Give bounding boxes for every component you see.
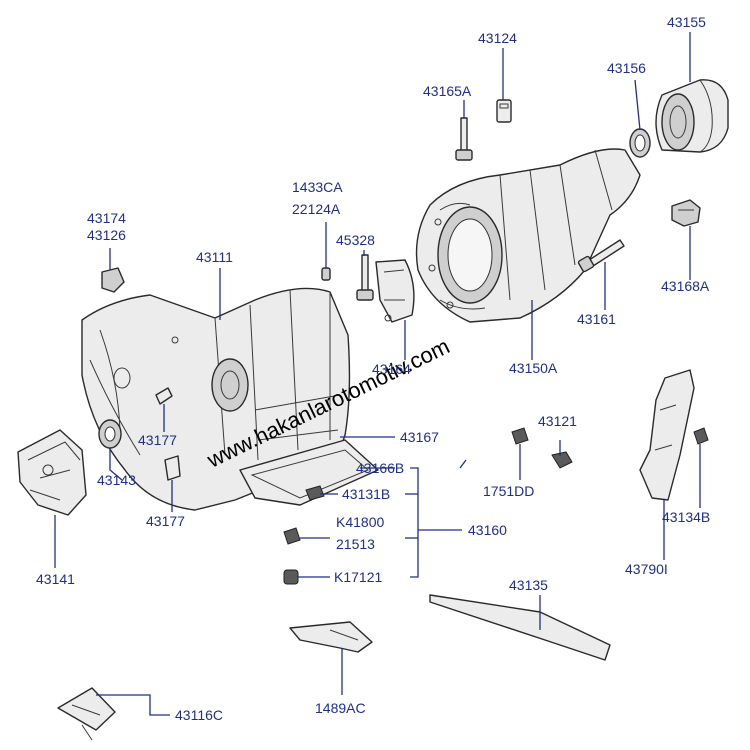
part-43156-seal <box>629 128 651 158</box>
label-43174: 43174 <box>87 210 126 226</box>
label-43790I: 43790I <box>625 561 668 577</box>
part-43111-transmission-case <box>81 287 351 511</box>
label-K17121: K17121 <box>334 569 382 585</box>
part-1489AC-bracket <box>289 621 373 653</box>
part-1433CA-stud <box>321 267 331 281</box>
part-43143-seal <box>98 419 122 449</box>
label-1433CA: 1433CA <box>292 179 343 195</box>
label-43164: 43164 <box>372 361 411 377</box>
label-43150A: 43150A <box>509 360 558 376</box>
part-43166B-pan <box>239 439 379 506</box>
part-43174-plug <box>101 267 125 293</box>
part-43168A-plug <box>671 199 701 227</box>
part-43161-bolt <box>577 239 625 273</box>
label-43167: 43167 <box>400 429 439 445</box>
label-43143: 43143 <box>97 472 136 488</box>
label-43165A: 43165A <box>423 83 472 99</box>
label-21513: 21513 <box>336 536 375 552</box>
part-43131B-spring <box>305 485 325 501</box>
part-43164-cover <box>375 259 415 323</box>
label-1751DD: 1751DD <box>483 483 534 499</box>
part-43124-plug <box>496 99 512 123</box>
label-43134B: 43134B <box>662 509 710 525</box>
part-43116C-fork <box>57 687 116 741</box>
part-43177-pin-upper <box>155 387 173 405</box>
part-43790I-lever <box>639 369 695 501</box>
label-43116C: 43116C <box>175 707 223 723</box>
part-43121-bolt <box>511 427 573 469</box>
part-43177-pin-lower <box>164 455 181 481</box>
part-K17121-plug <box>283 569 299 585</box>
label-43161: 43161 <box>577 311 616 327</box>
part-43141-bearing-housing <box>17 429 87 516</box>
label-43177-upper: 43177 <box>138 432 177 448</box>
label-43156: 43156 <box>607 60 646 76</box>
part-43165A-bolt <box>455 117 473 161</box>
label-45328: 45328 <box>336 232 375 248</box>
label-43168A: 43168A <box>661 278 710 294</box>
label-43135: 43135 <box>509 577 548 593</box>
part-K41800-plug <box>283 527 301 545</box>
part-45328-bolt <box>356 254 374 301</box>
label-43141: 43141 <box>36 571 75 587</box>
leader-lines <box>54 32 701 716</box>
part-43155-bearing <box>655 79 729 153</box>
label-43155: 43155 <box>667 14 706 30</box>
part-43135-rail <box>429 594 611 661</box>
label-43131B: 43131B <box>342 486 390 502</box>
part-labels: 43155 43124 43156 43165A 1433CA 22124A 4… <box>36 14 710 723</box>
label-K41800: K41800 <box>336 514 384 530</box>
label-1489AC: 1489AC <box>315 700 366 716</box>
part-43150A-extension-housing <box>415 148 641 323</box>
label-43160: 43160 <box>468 522 507 538</box>
label-43177-lower: 43177 <box>146 513 185 529</box>
label-43121: 43121 <box>538 413 577 429</box>
label-43126: 43126 <box>87 227 126 243</box>
part-43134B-clip <box>693 427 709 445</box>
label-43166B: 43166B <box>356 460 404 476</box>
label-22124A: 22124A <box>292 201 341 217</box>
label-43111: 43111 <box>196 249 233 265</box>
label-43124: 43124 <box>478 30 517 46</box>
